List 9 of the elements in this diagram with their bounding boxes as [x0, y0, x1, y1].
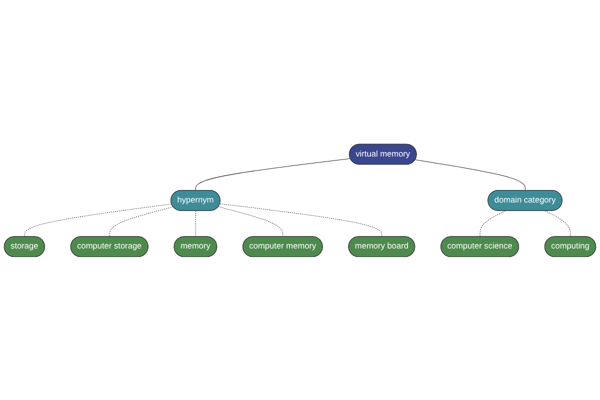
- connector: [195, 210, 196, 237]
- connector: [415, 159, 526, 190]
- connector: [218, 206, 284, 237]
- connector: [24, 203, 172, 237]
- connector: [544, 210, 571, 237]
- connector: [480, 210, 506, 237]
- connector: [109, 206, 174, 237]
- connector: [220, 203, 382, 237]
- connector: [195, 158, 351, 190]
